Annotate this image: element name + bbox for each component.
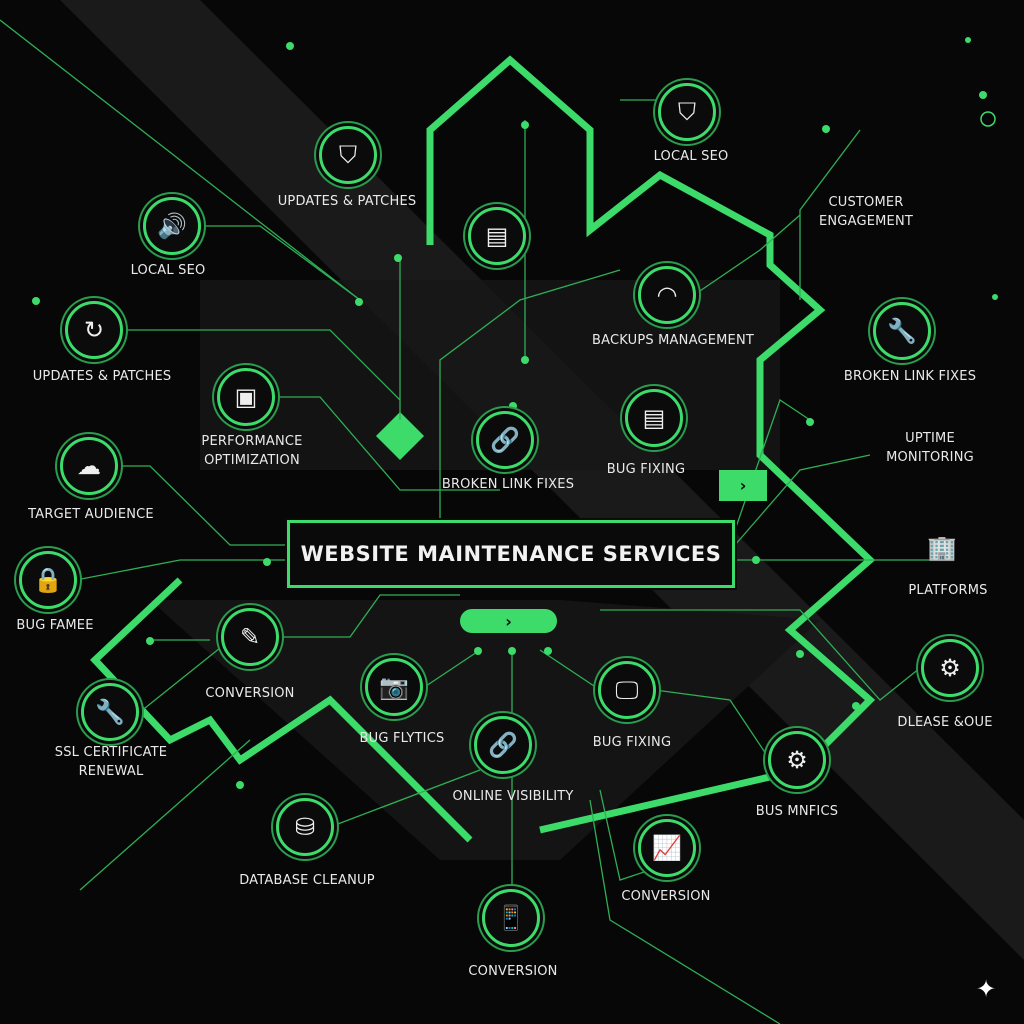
gear-icon: ⚙ [786, 746, 808, 774]
service-node[interactable]: 🏢 [913, 519, 971, 577]
service-node[interactable]: 📈 [638, 819, 696, 877]
refresh-icon: ↻ [83, 316, 105, 344]
document-pen-icon: ✎ [239, 623, 261, 651]
service-label: BUG FLYTICS [359, 731, 445, 746]
camera-icon: 📷 [379, 673, 409, 701]
shield-icon: ⛉ [339, 141, 357, 169]
bar-chart-icon: 📈 [652, 834, 682, 862]
monitor-chart-icon: 🖵 [615, 676, 639, 704]
document-icon: ▤ [642, 404, 666, 432]
service-label: BROKEN LINK FIXES [843, 369, 977, 384]
service-label: LOCAL SEO [130, 263, 206, 278]
sparkle-icon: ✦ [976, 975, 997, 1003]
arrow-pill-button[interactable]: › [460, 609, 557, 633]
service-label: BUG FIXING [606, 462, 686, 477]
chevron-right-icon: › [739, 476, 747, 495]
building-icon: 🏢 [927, 534, 957, 562]
connector-lines [0, 19, 940, 1024]
smartphone-icon: 📱 [496, 904, 526, 932]
service-label: LOCAL SEO [653, 149, 729, 164]
service-node[interactable]: ✎ [221, 608, 279, 666]
service-node[interactable]: ▣ [217, 368, 275, 426]
service-label: BUG FAMEE [16, 618, 94, 633]
gauge-icon: ◠ [656, 281, 678, 309]
service-node[interactable]: 🔧 [873, 302, 931, 360]
zigzag-outline [426, 55, 876, 834]
service-node[interactable]: 📱 [482, 889, 540, 947]
service-node[interactable]: ☁ [60, 437, 118, 495]
service-label: UPDATES & PATCHES [32, 369, 172, 384]
service-label: BUS MNFICS [755, 804, 839, 819]
service-label: UPTIME MONITORING [886, 431, 974, 465]
service-node[interactable]: ↻ [65, 301, 123, 359]
speaker-icon: 🔊 [157, 212, 187, 240]
service-label: SSL CERTIFICATE RENEWAL [54, 745, 168, 779]
service-label: BROKEN LINK FIXES [441, 477, 575, 492]
service-node[interactable]: 🖵 [598, 661, 656, 719]
service-node[interactable]: 🔒 [19, 551, 77, 609]
zigzag-outline [90, 577, 473, 843]
service-node[interactable]: ◠ [638, 266, 696, 324]
service-label: DLEASE &OUE [897, 715, 993, 730]
wrench-icon: 🔧 [95, 698, 125, 726]
service-node[interactable]: ▤ [625, 389, 683, 447]
service-label: DATABASE CLEANUP [239, 873, 375, 888]
service-label: CONVERSION [205, 686, 295, 701]
connector-dots [32, 37, 998, 789]
title-box: WEBSITE MAINTENANCE SERVICES [285, 518, 737, 590]
service-node[interactable]: 🔊 [143, 197, 201, 255]
service-node[interactable]: ⚙ [768, 731, 826, 789]
wrench-icon: 🔧 [887, 317, 917, 345]
service-label: PLATFORMS [908, 583, 988, 598]
service-node[interactable]: 🔧 [81, 683, 139, 741]
service-node[interactable]: ▤ [468, 207, 526, 265]
service-node[interactable]: 🔗 [474, 716, 532, 774]
service-label: BUG FIXING [592, 735, 672, 750]
gear-icon: ⚙ [939, 654, 961, 682]
chevron-right-icon: › [505, 611, 512, 631]
service-label: CONVERSION [468, 964, 558, 979]
page-title: WEBSITE MAINTENANCE SERVICES [300, 542, 722, 566]
service-label: CUSTOMER ENGAGEMENT [818, 195, 914, 229]
service-node[interactable]: ⛁ [276, 798, 334, 856]
service-node[interactable]: 📷 [365, 658, 423, 716]
safe-icon: ▣ [234, 383, 258, 411]
service-label: CONVERSION [621, 889, 711, 904]
shield-icon: ⛉ [678, 98, 696, 126]
service-node[interactable]: ⚙ [921, 639, 979, 697]
lock-icon: 🔒 [33, 566, 63, 594]
database-icon: ⛁ [294, 813, 316, 841]
link-icon: 🔗 [488, 731, 518, 759]
service-label: PERFORMANCE OPTIMIZATION [201, 434, 303, 468]
service-label: UPDATES & PATCHES [277, 194, 417, 209]
service-label: BACKUPS MANAGEMENT [591, 333, 755, 348]
diamond-marker [375, 411, 425, 461]
cloud-icon: ☁ [77, 452, 101, 480]
service-label: TARGET AUDIENCE [28, 507, 154, 522]
diagonal-band [60, 0, 1024, 960]
link-icon: 🔗 [490, 426, 520, 454]
tablet-icon: ▤ [485, 222, 509, 250]
service-label: ONLINE VISIBILITY [452, 789, 574, 804]
service-node[interactable]: 🔗 [476, 411, 534, 469]
service-node[interactable]: ⛉ [319, 126, 377, 184]
arrow-square-button[interactable]: › [719, 470, 767, 501]
service-node[interactable]: ⛉ [658, 83, 716, 141]
